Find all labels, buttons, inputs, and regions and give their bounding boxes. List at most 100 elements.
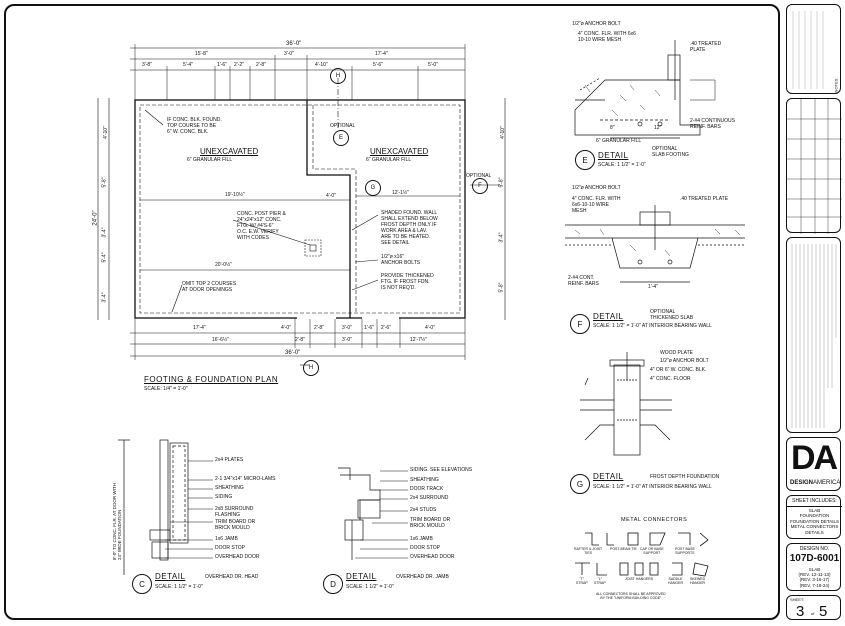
dim-bot-3: 3'-0": [342, 325, 352, 331]
d-note-6: 1x6 JAMB: [410, 536, 433, 542]
note-blk: IF CONC. BLK. FOUND. TOP COURSE TO BE 6"…: [167, 117, 222, 135]
c-note-2: SHEATHING: [215, 485, 244, 491]
unexc-left-sub: 6" GRANULAR FILL: [187, 157, 233, 163]
detail-d-bubble[interactable]: D: [323, 574, 343, 594]
g-note-2: 4" OR 6" W. CONC. BLK.: [650, 367, 707, 373]
detail-g-label: DETAIL: [593, 472, 624, 481]
dim-right-2: 3'-4": [498, 232, 505, 243]
dim-left-0: 4'-10": [102, 126, 109, 139]
sheet-includes: SLAB FOUNDATION FOUNDATION DETAILS METAL…: [789, 508, 840, 535]
detail-e-label: DETAIL: [598, 151, 629, 160]
dim-r2-0: 3'-8": [142, 62, 152, 68]
e-note-0: 1/2"ø ANCHOR BOLT: [572, 21, 621, 27]
d-note-1: SHEATHING: [410, 477, 439, 483]
dim-right-0: 4'-10": [499, 126, 506, 139]
bubble-e-plan[interactable]: E: [333, 130, 349, 146]
dim-r2-5: 4'-10": [315, 62, 328, 68]
c-note-1: 2-1 3/4"x14" MICRO-LAMS: [215, 476, 276, 482]
e-note-1: 4" CONC. FLR. WITH 6x6 10-10 WIRE MESH: [578, 31, 636, 43]
dim-left-3: 5'-4": [101, 252, 108, 263]
d-note-8: OVERHEAD DOOR: [410, 554, 455, 560]
f-dim-0: 1'-4": [648, 284, 658, 290]
detail-e-scale: SCALE: 1 1/2" = 1'-0": [598, 162, 646, 168]
f-note-3: 2-#4 CONT. REINF. BARS: [568, 275, 599, 287]
detail-g-scale: SCALE: 1 1/2" = 1'-0" AT INTERIOR BEARIN…: [593, 484, 712, 490]
detail-f-scale: SCALE: 1 1/2" = 1'-0" AT INTERIOR BEARIN…: [593, 323, 712, 329]
unexc-right-sub: 6" GRANULAR FILL: [366, 157, 412, 163]
c-note-8: OVERHEAD DOOR: [215, 554, 260, 560]
dim-top-3: 17'-4": [375, 51, 388, 57]
conn-footnote: ALL CONNECTORS SHALL BE APPROVED BY THE …: [596, 592, 666, 601]
bubble-g-plan[interactable]: G: [365, 180, 381, 196]
detail-e-sub: OPTIONAL SLAB FOOTING: [652, 146, 689, 158]
sheet-no-box: SHEET: 3 of 5: [786, 595, 841, 620]
dim-4: 4'-0": [326, 193, 336, 199]
design-no-label: DESIGN NO.: [799, 546, 830, 552]
detail-g-sub: FROST DEPTH FOUNDATION: [650, 474, 720, 480]
dim-bot-0: 17'-4": [193, 325, 206, 331]
optional-right: OPTIONAL: [466, 173, 492, 179]
conn-r2-2: JOIST HANGERS: [625, 577, 654, 581]
sheet-total: 5: [819, 603, 828, 620]
brand-name: DESIGNAMERICA: [790, 480, 841, 486]
detail-f-label: DETAIL: [593, 312, 624, 321]
fine-print-box: [786, 237, 841, 433]
shaded-note: SHADED FOUND. WALL SHALL EXTEND BELOW FR…: [381, 210, 438, 246]
dim-right-1: 5'-8": [498, 177, 505, 188]
logo-box: DA DESIGNAMERICA: [786, 437, 841, 491]
detail-c-scale: SCALE: 1 1/2" = 1'-0": [155, 584, 203, 590]
d-note-3: 2x4 SURROUND: [410, 495, 449, 501]
dim-right-3: 5'-8": [498, 282, 505, 293]
dim-bot-1: 4'-0": [281, 325, 291, 331]
dim-bot-2: 2'-8": [314, 325, 324, 331]
connectors-title: METAL CONNECTORS: [621, 517, 688, 523]
conn-r2-1: "L" STRAP: [594, 577, 606, 585]
dim-r2-3: 2'-2": [234, 62, 244, 68]
dim-12: 12'-1½": [392, 190, 409, 196]
dim-top-2: 3'-0": [284, 51, 294, 57]
detail-e-bubble[interactable]: E: [575, 150, 595, 170]
detail-g-bubble[interactable]: G: [570, 474, 590, 494]
c-note-0: 2x4 PLATES: [215, 457, 244, 463]
sheet-includes-box: SHEET INCLUDES: SLAB FOUNDATION FOUNDATI…: [786, 495, 842, 539]
dim-bot-5: 2'-6": [381, 325, 391, 331]
sheet-no: 3: [796, 603, 805, 620]
e-dim-0: 8": [610, 125, 615, 131]
e-note-3: 2-#4 CONTINUOUS REINF. BARS: [690, 118, 736, 130]
detail-c-bubble[interactable]: C: [132, 574, 152, 594]
plan-title: FOOTING & FOUNDATION PLAN: [144, 375, 279, 384]
conn-r1-0: RAFTER & JOIST TIES: [574, 547, 603, 555]
e-note-2: .40 TREATED PLATE: [690, 41, 722, 53]
dim-r2-2: 1'-6": [217, 62, 227, 68]
design-no-box: DESIGN NO. 107D-6001 SLAB (REV. 12-11-13…: [786, 543, 841, 591]
conn-r1-3: POST BASE SUPPORTS: [675, 547, 695, 555]
dim-r2-6: 5'-6": [373, 62, 383, 68]
c-note-5: TRIM BOARD OR BRICK MOULD: [215, 519, 256, 531]
dim-top-overall: 36'-0": [286, 41, 302, 47]
d-note-2: DOOR TRACK: [410, 486, 444, 492]
sheet-includes-label: SHEET INCLUDES:: [787, 499, 842, 507]
f-note-1: 4" CONC. FLR. WITH 6x6-10-10 WIRE MESH: [572, 196, 621, 214]
dim-19: 19'-10½": [225, 192, 245, 198]
e-note-4: 6" GRANULAR FILL: [596, 138, 642, 144]
c-note-6: 1x6 JAMB: [215, 536, 238, 542]
c-note-3: SIDING: [215, 494, 233, 500]
design-no: 107D-6001: [789, 553, 840, 564]
sheet-of: of: [811, 611, 815, 616]
dim-r2-4: 2'-8": [256, 62, 266, 68]
detail-f-bubble[interactable]: F: [570, 314, 590, 334]
title-block: NOTES: DA DESIGNAMERICA SHEET INCLUDES: …: [786, 4, 842, 620]
bubble-h-top[interactable]: H: [330, 68, 346, 84]
plan-scale: SCALE: 1/4" = 1'-0": [144, 386, 188, 392]
detail-f-sub: OPTIONAL THICKENED SLAB: [650, 309, 694, 321]
bubble-f-plan[interactable]: F: [472, 178, 488, 194]
bubble-h-plan[interactable]: H: [303, 360, 319, 376]
d-note-5: TRIM BOARD OR BRICK MOULD: [410, 517, 451, 529]
unexc-left: UNEXCAVATED: [200, 147, 259, 156]
omit-note: OMIT TOP 2 COURSES AT DOOR OPENINGS: [182, 281, 237, 293]
unexc-right: UNEXCAVATED: [370, 147, 429, 156]
da-logo: DA: [791, 439, 838, 477]
dim-left-4: 3'-4": [101, 292, 108, 303]
d-note-7: DOOR STOP: [410, 545, 440, 551]
